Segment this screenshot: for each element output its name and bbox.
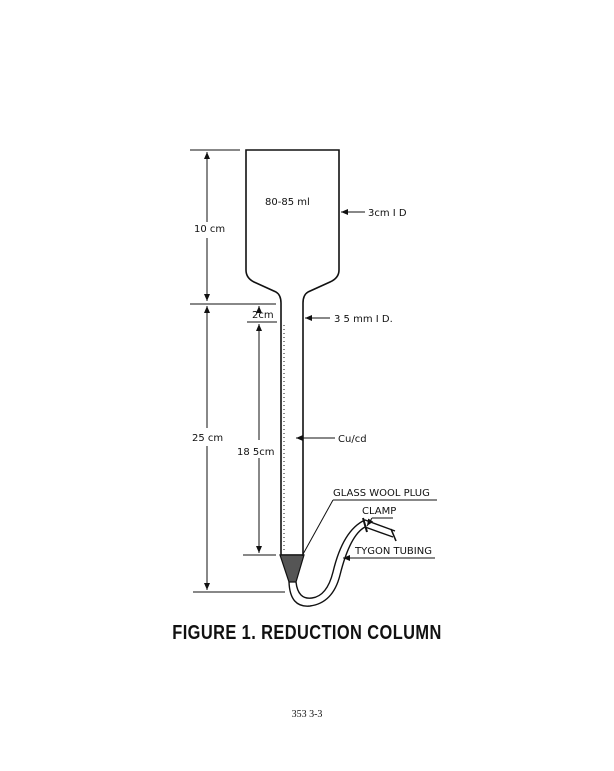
figure-caption: FIGURE 1. REDUCTION COLUMN — [172, 622, 442, 644]
tygon-tubing-inner — [295, 519, 396, 599]
tubing-end — [390, 528, 397, 542]
tube-id-label: 3 5 mm I D. — [334, 314, 393, 325]
glass-wool-plug — [279, 554, 305, 583]
reservoir-id-label: 3cm I D — [368, 208, 407, 219]
column-outline — [245, 149, 340, 556]
leader-line — [366, 517, 374, 527]
clamp-label: CLAMP — [362, 506, 396, 517]
tubing-label: TYGON TUBING — [354, 546, 432, 557]
leader-line — [301, 499, 334, 557]
column-height-label: 25 cm — [192, 433, 223, 444]
packing-label: Cu/cd — [338, 434, 367, 445]
top-gap-label: 2cm — [252, 310, 274, 321]
page-number: 353 3-3 — [291, 709, 323, 720]
volume-label: 80-85 ml — [265, 197, 310, 208]
clamp-icon — [362, 517, 368, 533]
tygon-tubing — [288, 526, 394, 607]
reservoir-height-label: 10 cm — [194, 224, 225, 235]
packing-height-label: 18 5cm — [237, 447, 275, 458]
plug-label: GLASS WOOL PLUG — [333, 488, 430, 499]
